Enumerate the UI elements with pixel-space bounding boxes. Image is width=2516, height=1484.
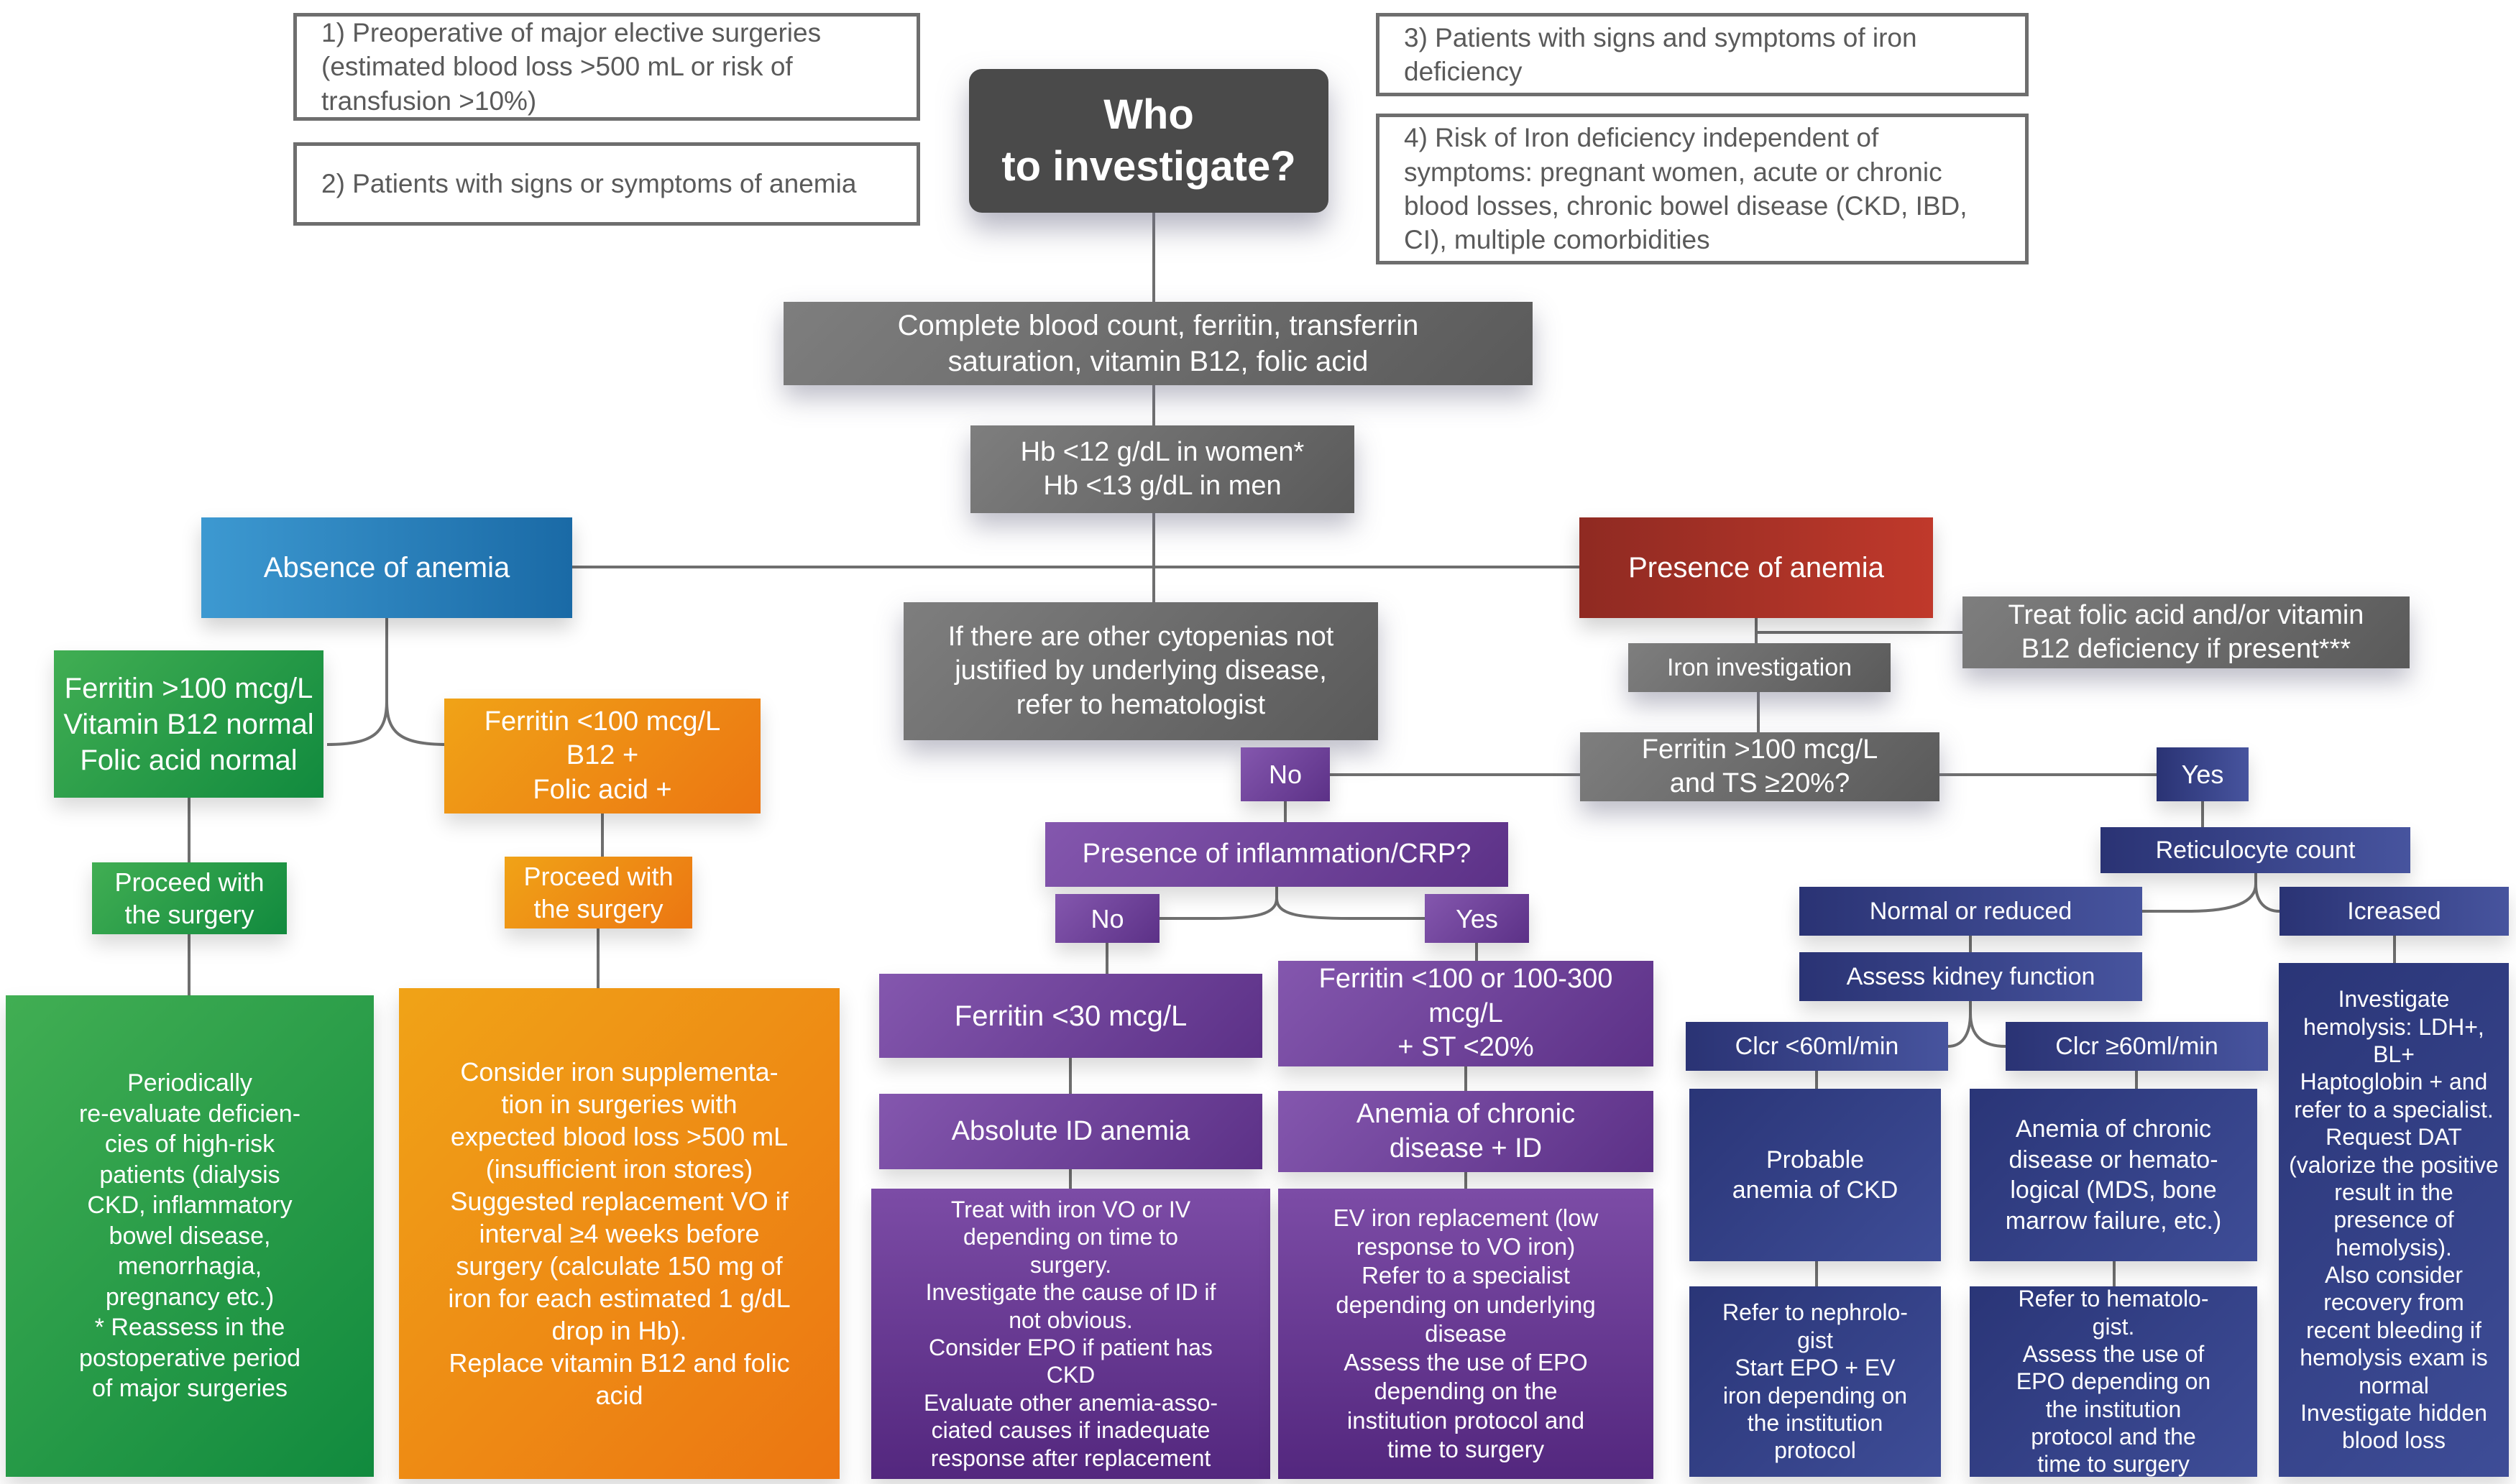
node-treat-with-iron-vo-iv: Treat with iron VO or IV depending on ti… (871, 1189, 1270, 1479)
node-answer-no-ferritin-ts: No (1241, 747, 1330, 801)
node-complete-blood-count: Complete blood count, ferritin, transfer… (784, 302, 1533, 385)
criteria-box-3: 3) Patients with signs and symptoms of i… (1376, 13, 2029, 96)
node-normal-or-reduced: Normal or reduced (1799, 887, 2142, 936)
node-increased: Icreased (2279, 887, 2509, 936)
node-clcr-below-60: Clcr <60ml/min (1686, 1022, 1948, 1071)
node-periodically-reevaluate: Periodically re-evaluate deficien- cies … (6, 995, 374, 1477)
criteria-box-4: 4) Risk of Iron deficiency independent o… (1376, 114, 2029, 264)
node-answer-no-crp: No (1055, 894, 1160, 943)
node-probable-anemia-ckd: Probable anemia of CKD (1689, 1089, 1941, 1261)
node-orange-criteria: Ferritin <100 mcg/L B12 + Folic acid + (444, 699, 761, 814)
title-who-to-investigate: Who to investigate? (969, 69, 1328, 213)
node-absence-of-anemia: Absence of anemia (201, 517, 572, 618)
node-proceed-surgery-green: Proceed with the surgery (92, 862, 287, 934)
node-ferritin-lt30: Ferritin <30 mcg/L (879, 974, 1262, 1058)
node-answer-yes-crp: Yes (1425, 894, 1529, 943)
node-cytopenias-note: If there are other cytopenias not justif… (904, 602, 1378, 740)
node-green-criteria: Ferritin >100 mcg/L Vitamin B12 normal F… (54, 650, 323, 798)
node-iron-investigation: Iron investigation (1628, 643, 1891, 692)
node-reticulocyte-count: Reticulocyte count (2101, 827, 2410, 873)
node-refer-to-hematologist: Refer to hematolo- gist. Assess the use … (1970, 1286, 2257, 1477)
node-anemia-chronic-or-hematological: Anemia of chronic disease or hemato- log… (1970, 1089, 2257, 1261)
node-investigate-hemolysis: Investigate hemolysis: LDH+, BL+ Haptogl… (2279, 963, 2509, 1477)
node-anemia-chronic-disease-id: Anemia of chronic disease + ID (1278, 1091, 1653, 1172)
criteria-box-2: 2) Patients with signs or symptoms of an… (293, 142, 920, 226)
node-clcr-above-60: Clcr ≥60ml/min (2006, 1022, 2268, 1071)
node-ferritin-ts-question: Ferritin >100 mcg/L and TS ≥20%? (1580, 732, 1939, 801)
node-presence-of-anemia: Presence of anemia (1579, 517, 1933, 618)
node-proceed-surgery-orange: Proceed with the surgery (505, 857, 692, 928)
node-ev-iron-replacement: EV iron replacement (low response to VO … (1278, 1189, 1653, 1479)
node-consider-iron-supplementation: Consider iron supplementa- tion in surge… (399, 988, 840, 1479)
node-assess-kidney-function: Assess kidney function (1799, 952, 2142, 1001)
node-crp-question: Presence of inflammation/CRP? (1045, 822, 1508, 887)
node-answer-yes-ferritin-ts: Yes (2157, 747, 2249, 801)
node-hb-thresholds: Hb <12 g/dL in women* Hb <13 g/dL in men (970, 425, 1354, 513)
node-ferritin-100-300: Ferritin <100 or 100-300 mcg/L + ST <20% (1278, 961, 1653, 1066)
node-treat-folic-b12: Treat folic acid and/or vitamin B12 defi… (1962, 596, 2410, 668)
criteria-box-1: 1) Preoperative of major elective surger… (293, 13, 920, 121)
node-absolute-id-anemia: Absolute ID anemia (879, 1094, 1262, 1169)
node-refer-to-nephrologist: Refer to nephrolo- gist Start EPO + EV i… (1689, 1286, 1941, 1477)
